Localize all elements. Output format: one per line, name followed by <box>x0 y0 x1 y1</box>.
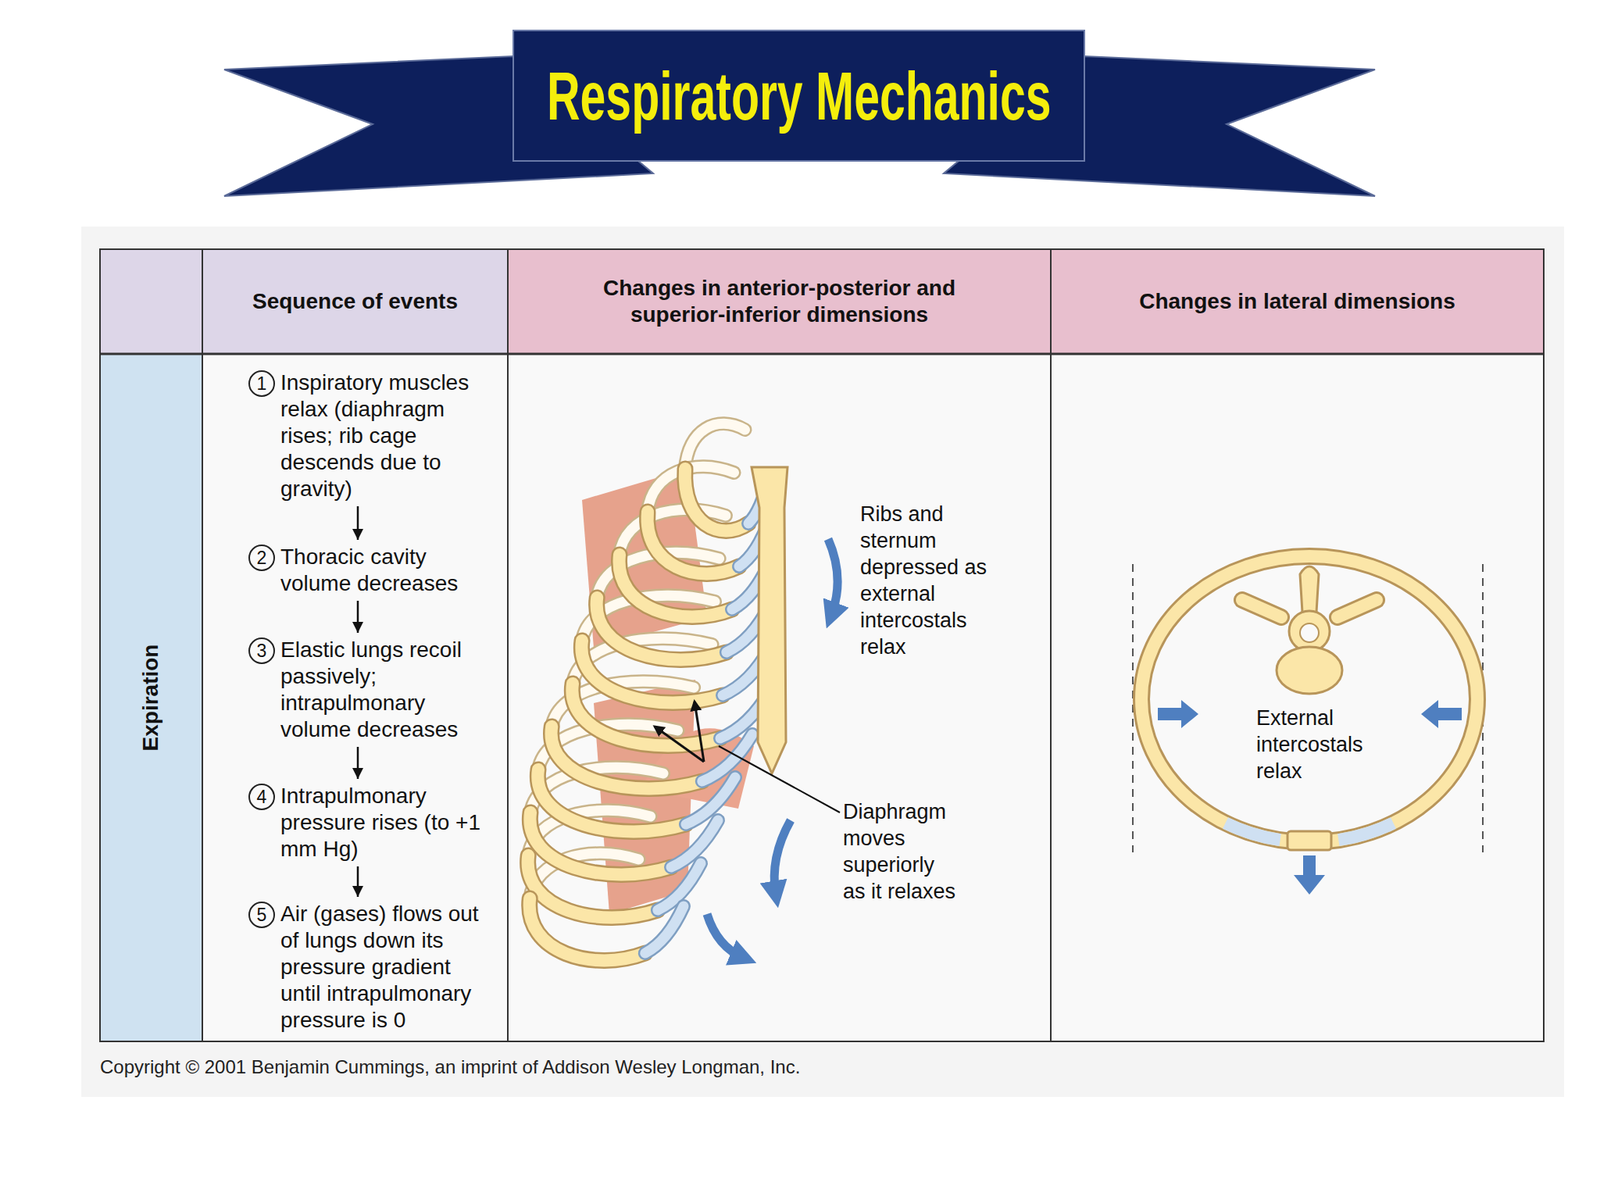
flow-arrow <box>357 506 360 540</box>
table-rule <box>507 249 509 1042</box>
vertebra <box>1242 566 1377 694</box>
rib <box>537 769 736 832</box>
leader-line <box>718 746 840 813</box>
process-step: 1Inspiratory muscles relax (diaphragm ri… <box>248 369 492 503</box>
step-text: Elastic lungs recoil passively; intrapul… <box>280 636 492 743</box>
rib <box>529 898 684 961</box>
vertebral-canal <box>1300 623 1319 643</box>
callout-label: External intercostals relax <box>1256 704 1382 785</box>
motion-arrow <box>707 914 744 958</box>
panel <box>81 226 1565 1097</box>
process-step: 4Intrapulmonary pressure rises (to +1 mm… <box>248 782 492 863</box>
rib <box>571 683 770 746</box>
column-header: Changes in lateral dimensions <box>1063 288 1533 315</box>
vertebral-arch <box>1289 610 1330 652</box>
callout-number: 1 <box>248 370 275 397</box>
step-text: Inspiratory muscles relax (diaphragm ris… <box>280 369 492 503</box>
header-cell <box>507 249 1051 354</box>
table-rule <box>1050 249 1052 1042</box>
title-box: Respiratory Mechanics <box>513 30 1085 161</box>
rib <box>596 597 770 660</box>
costal-cartilage <box>1338 823 1393 841</box>
rib-cage-front <box>528 468 770 961</box>
callout-number: 3 <box>248 637 275 665</box>
row-label-box: Expiration <box>100 353 203 1042</box>
header-cell <box>1050 249 1544 354</box>
motion-arrow <box>828 539 838 616</box>
header-cell <box>100 249 203 354</box>
column-header: Changes in anterior-posterior and superi… <box>596 275 964 329</box>
motion-arrow <box>1157 700 1199 729</box>
sternum <box>1287 831 1332 850</box>
step-text: Air (gases) flows out of lungs down its … <box>280 900 492 1034</box>
step-text: Thoracic cavity volume decreases <box>280 543 492 597</box>
row-label: Expiration <box>139 644 165 752</box>
caption: Copyright © 2001 Benjamin Cummings, an i… <box>100 1056 1116 1079</box>
column-header: Sequence of events <box>214 288 497 315</box>
diaphragm-arrow <box>654 726 704 762</box>
title: Respiratory Mechanics <box>546 56 1052 136</box>
table-border <box>100 249 1544 1042</box>
callout-label: Diaphragm moves superiorly as it relaxes <box>842 798 961 905</box>
diaphragm-arrow <box>694 701 704 762</box>
rib-ring <box>1141 556 1478 843</box>
sternum <box>751 467 788 774</box>
rib <box>529 812 718 875</box>
motion-arrow <box>1421 700 1462 729</box>
banner-box <box>513 30 1085 161</box>
header-cell <box>202 249 508 354</box>
callout-number: 5 <box>248 901 275 929</box>
header-box: Sequence of events <box>202 249 508 354</box>
costal-cartilage <box>1225 823 1281 841</box>
rib <box>647 511 770 574</box>
vertebral-body <box>1276 646 1343 694</box>
step-text: Intrapulmonary pressure rises (to +1 mm … <box>280 782 492 863</box>
callout-number: 2 <box>248 544 275 572</box>
header-box: Changes in anterior-posterior and superi… <box>507 249 1051 354</box>
motion-arrow <box>1293 855 1325 895</box>
callout-number: 4 <box>248 783 275 811</box>
table-rule <box>201 249 204 1042</box>
motion-arrow <box>774 820 791 895</box>
flow-arrow <box>357 746 360 779</box>
process-step: 5Air (gases) flows out of lungs down its… <box>248 900 492 1034</box>
row-label-cell <box>100 353 203 1042</box>
flow-arrow <box>357 600 360 633</box>
process-step: 3Elastic lungs recoil passively; intrapu… <box>248 636 492 743</box>
rib-ring <box>1141 556 1478 843</box>
callout-label: Ribs and sternum depressed as external i… <box>860 500 1005 661</box>
flow-arrow <box>357 866 360 897</box>
rib <box>618 554 770 617</box>
rib <box>581 640 770 703</box>
header-box: Changes in lateral dimensions <box>1050 249 1544 354</box>
rib <box>551 726 753 789</box>
process-step: 2Thoracic cavity volume decreases <box>248 543 492 597</box>
table-rule <box>100 353 1544 356</box>
rib <box>528 855 701 918</box>
body-cell <box>202 353 1544 1042</box>
